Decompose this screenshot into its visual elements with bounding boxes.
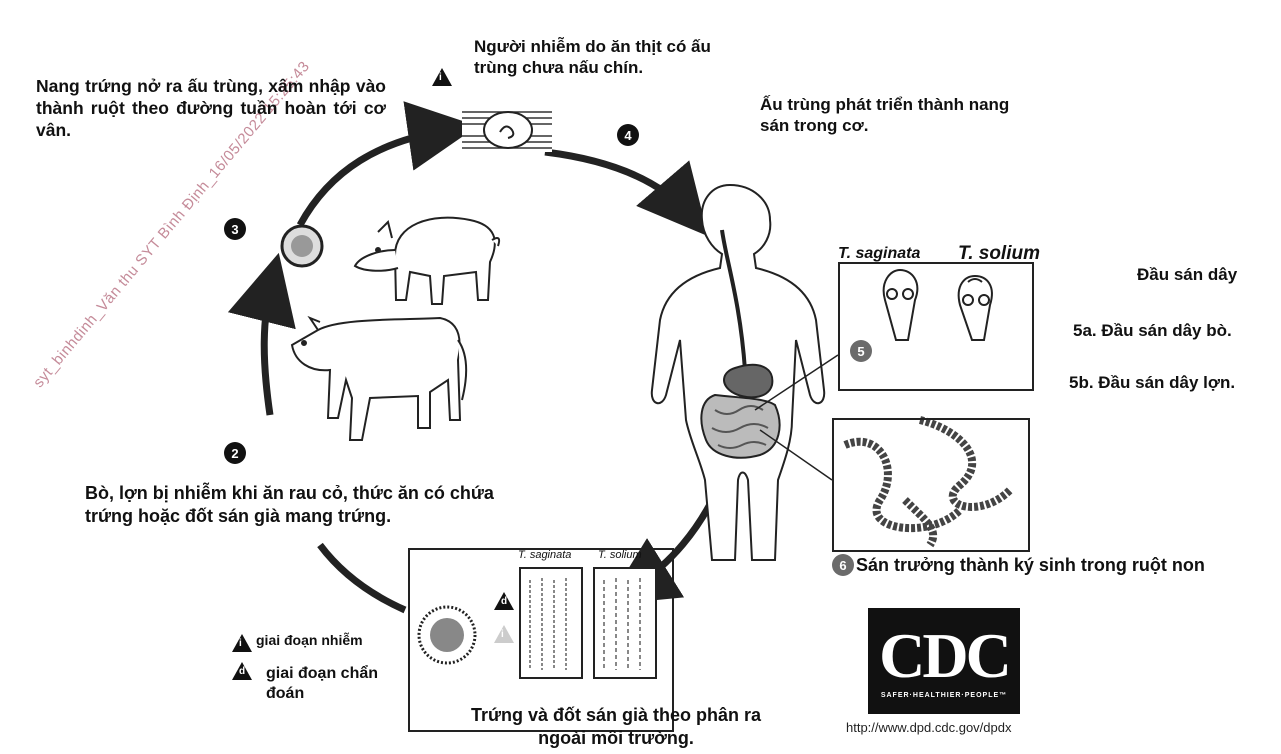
env-label-saginata: T. saginata (518, 549, 571, 561)
cycle-arrow-2 (264, 280, 272, 415)
cycle-arrow-3 (300, 130, 450, 225)
species-label-saginata: T. saginata (838, 244, 920, 264)
label-head-5b: 5b. Đầu sán dây lợn. (1069, 372, 1235, 393)
infective-stage-marker-faded: i (494, 625, 514, 643)
cdc-logo: CDC SAFER·HEALTHIER·PEOPLE™ (868, 608, 1020, 714)
label-head-title: Đầu sán dây (1137, 264, 1237, 285)
step-3-marker: 3 (224, 218, 246, 240)
step-2-marker: 2 (224, 442, 246, 464)
step-5-marker: 5 (850, 340, 872, 362)
scolex-box (838, 262, 1034, 391)
legend-diagnostic-label: giai đoạn chẩn đoán (266, 664, 406, 704)
label-larvae-muscle: Nang trứng nở ra ấu trùng, xâm nhập vào … (36, 76, 386, 142)
legend-infective-marker: i (232, 634, 252, 652)
label-head-5a: 5a. Đầu sán dây bò. (1073, 320, 1232, 341)
cdc-tagline: SAFER·HEALTHIER·PEOPLE™ (881, 692, 1007, 699)
diagnostic-stage-marker: d (494, 592, 514, 610)
muscle-cyst-illustration (462, 108, 552, 152)
cdc-url[interactable]: http://www.dpd.cdc.gov/dpdx (846, 720, 1011, 735)
step-6-marker: 6 (832, 554, 854, 576)
adult-worm-box (832, 418, 1030, 552)
species-label-solium: T. solium (958, 242, 1040, 266)
infective-stage-marker: i (432, 68, 452, 86)
cdc-logo-text: CDC (879, 624, 1009, 688)
cow-illustration (292, 318, 466, 440)
human-illustration (652, 185, 824, 560)
legend-infective-label: giai đoạn nhiễm (256, 632, 363, 650)
label-animal-infected: Bò, lợn bị nhiễm khi ăn rau cỏ, thức ăn … (85, 482, 505, 527)
cycle-arrow-environment (320, 545, 405, 610)
label-eggs-out: Trứng và đốt sán già theo phân ra ngoài … (460, 704, 772, 749)
cycle-arrow-4 (545, 152, 690, 215)
env-label-solium: T. solium (598, 549, 642, 561)
pig-illustration (355, 218, 499, 304)
label-infection-note: Người nhiễm do ăn thịt có ấu trùng chưa … (474, 36, 744, 79)
step-4-marker: 4 (617, 124, 639, 146)
label-cyst-develop: Ấu trùng phát triển thành nang sán trong… (760, 94, 1022, 137)
legend-diagnostic-marker: d (232, 662, 252, 680)
egg-illustration (282, 226, 322, 266)
label-adult-worm: Sán trưởng thành ký sinh trong ruột non (856, 554, 1205, 577)
